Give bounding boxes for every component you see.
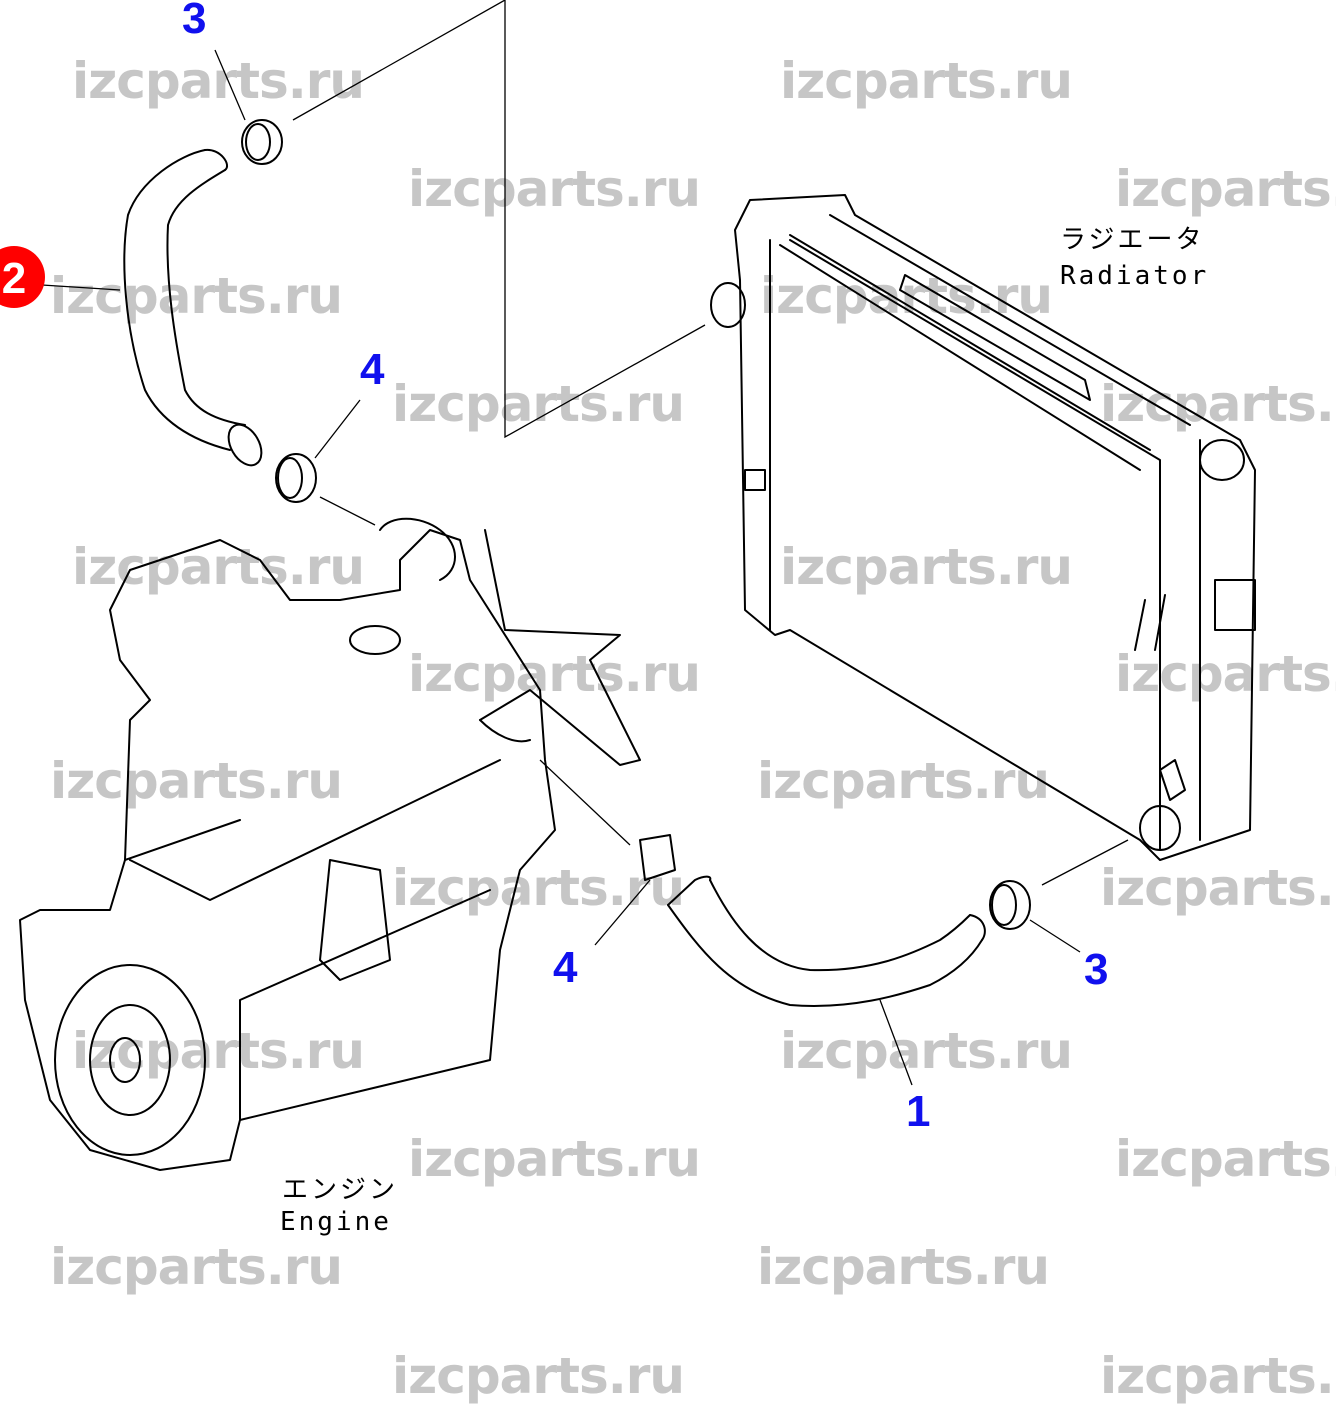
watermark: izcparts.ru — [392, 375, 684, 433]
watermark: izcparts.ru — [1100, 859, 1336, 917]
upper-hose — [123, 148, 263, 467]
watermark: izcparts.ru — [72, 1022, 364, 1080]
watermarks: izcparts.ru izcparts.ru izcparts.ru izcp… — [50, 52, 1336, 1405]
leader-lines — [41, 0, 1129, 1086]
engine — [19, 517, 676, 1171]
watermark: izcparts.ru — [408, 160, 700, 218]
watermark: izcparts.ru — [780, 1022, 1072, 1080]
watermark: izcparts.ru — [408, 645, 700, 703]
watermark: izcparts.ru — [392, 1347, 684, 1405]
callouts: 3 2 4 4 3 1 — [0, 0, 1108, 1136]
watermark: izcparts.ru — [72, 538, 364, 596]
watermark: izcparts.ru — [780, 52, 1072, 110]
engine-label-jp: エンジン — [282, 1175, 398, 1205]
callout-3-clamp-lower[interactable]: 3 — [1084, 945, 1108, 994]
callout-4-clamp-lower[interactable]: 4 — [553, 943, 578, 992]
watermark: izcparts.ru — [1100, 375, 1336, 433]
watermark: izcparts.ru — [757, 1238, 1049, 1296]
radiator-label: Radiator — [1060, 261, 1209, 291]
watermark: izcparts.ru — [1100, 1347, 1336, 1405]
callout-highlight-circle — [0, 246, 45, 308]
watermark: izcparts.ru — [1115, 1130, 1336, 1188]
watermark: izcparts.ru — [50, 267, 342, 325]
callout-number: 2 — [2, 254, 26, 303]
radiator — [710, 194, 1256, 861]
watermark: izcparts.ru — [1115, 645, 1336, 703]
watermark: izcparts.ru — [780, 538, 1072, 596]
watermark: izcparts.ru — [72, 52, 364, 110]
watermark: izcparts.ru — [408, 1130, 700, 1188]
callout-4-clamp-upper[interactable]: 4 — [360, 345, 385, 394]
watermark: izcparts.ru — [392, 859, 684, 917]
callout-1-lower-hose[interactable]: 1 — [906, 1087, 930, 1136]
callout-2-upper-hose[interactable]: 2 — [0, 246, 45, 308]
hose-clamps — [241, 119, 1031, 930]
watermark: izcparts.ru — [50, 1238, 342, 1296]
radiator-label-jp: ラジエータ — [1060, 225, 1204, 255]
lower-hose — [667, 875, 986, 1007]
watermark: izcparts.ru — [50, 752, 342, 810]
engine-label: Engine — [280, 1207, 392, 1237]
watermark: izcparts.ru — [1115, 160, 1336, 218]
callout-3-clamp-top[interactable]: 3 — [182, 0, 206, 43]
watermark: izcparts.ru — [757, 752, 1049, 810]
